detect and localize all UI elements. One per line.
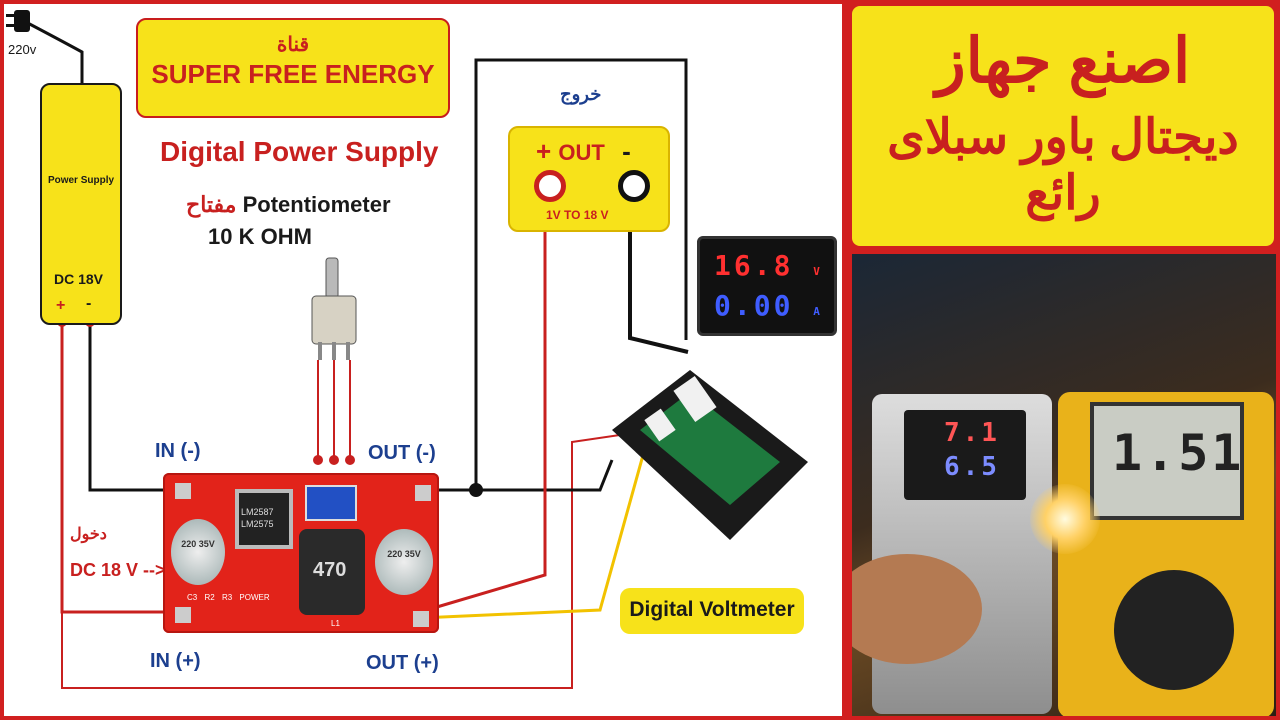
voltage-readout: 16.8 V bbox=[714, 249, 820, 282]
silk-c3: C3 bbox=[187, 593, 198, 602]
inductor-label: 470 bbox=[313, 559, 347, 581]
left-border bbox=[0, 0, 846, 720]
psu-voltage: DC 18V bbox=[54, 271, 104, 287]
channel-box: قناة SUPER FREE ENERGY bbox=[136, 18, 450, 118]
current-unit: A bbox=[813, 305, 820, 318]
plug-voltage-label: 220v bbox=[8, 42, 37, 57]
inductor bbox=[299, 529, 365, 615]
output-negative-terminal bbox=[618, 170, 650, 202]
headline-panel: اصنع جهاز ديجتال باور سبلاى رائع bbox=[852, 6, 1274, 246]
headline-line1: اصنع جهاز bbox=[935, 27, 1191, 96]
output-arabic: خروج bbox=[560, 84, 602, 104]
pin-out-minus: OUT (-) bbox=[368, 442, 436, 464]
capacitor-left bbox=[171, 519, 225, 585]
output-label: OUT bbox=[558, 140, 605, 165]
terminal-in-minus bbox=[175, 483, 191, 499]
voltage-unit: V bbox=[813, 265, 820, 278]
output-box: + OUT - 1V TO 18 V bbox=[508, 126, 670, 232]
psu-plus: + bbox=[56, 297, 66, 314]
chip-label-1: LM2587 bbox=[241, 507, 274, 517]
demo-photo: 7.1 6.5 1.51 bbox=[852, 254, 1276, 716]
capacitor-left-label: 220 35V bbox=[181, 539, 215, 549]
voltmeter-label-box: Digital Voltmeter bbox=[620, 588, 804, 634]
voltmeter-module-icon bbox=[612, 370, 808, 540]
subtitle: Digital Power Supply bbox=[160, 136, 439, 167]
output-header: + OUT - bbox=[536, 136, 631, 167]
plug-icon bbox=[6, 10, 30, 32]
output-minus: - bbox=[622, 136, 631, 166]
channel-name: SUPER FREE ENERGY bbox=[151, 59, 435, 89]
potentiometer-icon bbox=[311, 257, 357, 360]
input-arabic: دخول bbox=[70, 526, 107, 543]
silk-r3: R3 bbox=[221, 593, 233, 602]
capacitor-right bbox=[375, 529, 433, 595]
silk-r2: R2 bbox=[204, 593, 215, 602]
silk-power: POWER bbox=[239, 593, 270, 602]
voltage-value: 16.8 bbox=[714, 249, 794, 282]
photo-display-bottom: 6.5 bbox=[944, 452, 1000, 482]
psu-title: Power Supply bbox=[47, 175, 115, 186]
potentiometer-value: 10 K OHM bbox=[208, 224, 312, 249]
photo-meter-reading: 1.51 bbox=[1112, 424, 1245, 482]
smd-row: C3 R2 R3 POWER bbox=[187, 593, 307, 602]
channel-arabic: قناة bbox=[276, 34, 310, 56]
photo-display: 7.1 6.5 bbox=[904, 410, 1026, 500]
terminal-in-plus bbox=[175, 607, 191, 623]
terminal-out-minus bbox=[415, 485, 431, 501]
pin-in-minus: IN (-) bbox=[155, 440, 201, 462]
current-readout: 0.00 A bbox=[714, 289, 820, 322]
voltmeter-label: Digital Voltmeter bbox=[629, 598, 795, 621]
potentiometer-name: Potentiometer bbox=[242, 192, 391, 217]
silk-l1: L1 bbox=[331, 619, 340, 628]
capacitor-right-label: 220 35V bbox=[387, 549, 421, 559]
potentiometer-label: مفتاح Potentiometer bbox=[186, 192, 391, 218]
photo-meter-dial bbox=[1114, 570, 1234, 690]
photo-hand bbox=[852, 554, 982, 664]
output-plus: + bbox=[536, 136, 552, 166]
trim-pot bbox=[305, 485, 357, 521]
terminal-out-plus bbox=[413, 611, 429, 627]
photo-display-top: 7.1 bbox=[944, 418, 1000, 448]
input-label: DC 18 V --> bbox=[70, 560, 166, 580]
pin-in-plus: IN (+) bbox=[150, 650, 201, 672]
psu-minus: - bbox=[86, 295, 92, 312]
current-value: 0.00 bbox=[714, 289, 794, 322]
pin-out-plus: OUT (+) bbox=[366, 652, 439, 674]
output-positive-terminal bbox=[534, 170, 566, 202]
photo-meter-screen: 1.51 bbox=[1090, 402, 1244, 520]
photo-bulb-glow bbox=[1030, 484, 1100, 554]
voltmeter-display: 16.8 V 0.00 A bbox=[697, 236, 837, 336]
chip-label-2: LM2575 bbox=[241, 519, 274, 529]
potentiometer-arabic: مفتاح bbox=[186, 192, 237, 217]
converter-module: 220 35V 220 35V LM2587 LM2575 470 C3 R2 … bbox=[163, 473, 439, 633]
power-supply: Power Supply DC 18V + - bbox=[40, 83, 122, 325]
output-range: 1V TO 18 V bbox=[546, 208, 609, 222]
regulator-chip bbox=[235, 489, 293, 549]
headline-line2: ديجتال باور سبلاى رائع bbox=[887, 111, 1239, 220]
